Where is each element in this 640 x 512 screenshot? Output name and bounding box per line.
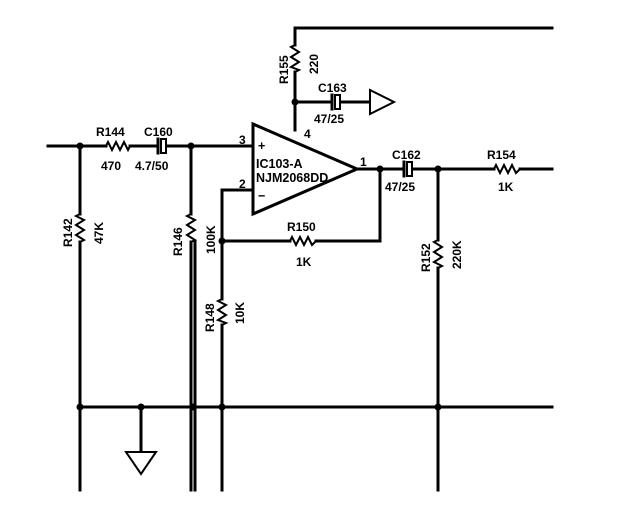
r142-value-label: 47K — [92, 222, 106, 244]
r150-value-label: 1K — [296, 255, 312, 269]
opamp-ref-label: IC103-A — [256, 157, 303, 171]
junction-dot — [291, 98, 299, 106]
r142-ref-label: R142 — [61, 218, 75, 247]
capacitor-c163-symbol — [330, 93, 341, 111]
junction-dot — [187, 142, 195, 150]
junction-dot — [76, 142, 84, 150]
capacitor-c162-symbol — [402, 160, 413, 178]
junction-dot — [434, 165, 442, 173]
junctions — [76, 98, 442, 411]
c163-ref-label: C163 — [318, 81, 347, 95]
junction-dot — [137, 403, 145, 411]
junction-dot — [189, 403, 197, 411]
r150-ref-label: R150 — [287, 220, 316, 234]
opamp-pin2-label: 2 — [239, 177, 246, 191]
junction-dot — [434, 403, 442, 411]
opamp-ic103a — [251, 121, 361, 217]
r144-value-label: 470 — [101, 159, 121, 173]
opamp-pin3-label: 3 — [239, 133, 246, 147]
r152-value-label: 220K — [450, 240, 464, 269]
r154-ref-label: R154 — [487, 148, 516, 162]
opamp-pin4-label: 4 — [304, 127, 311, 141]
opamp-minus-label: − — [258, 189, 265, 203]
c162-value-label: 47/25 — [385, 180, 415, 194]
c160-ref-label: C160 — [144, 125, 173, 139]
opamp-plus-label: + — [258, 139, 265, 153]
c163-value-label: 47/25 — [314, 112, 344, 126]
ground-symbol-bottom — [124, 451, 158, 476]
wires — [46, 26, 554, 492]
r146-value-label: 100K — [204, 225, 218, 254]
junction-dot — [218, 237, 226, 245]
r155-value-label: 220 — [307, 54, 321, 74]
junction-dot — [218, 403, 226, 411]
resistor-r150-symbol — [289, 234, 317, 248]
ground-symbol-c163 — [369, 88, 397, 116]
resistor-r154-symbol — [493, 162, 521, 176]
resistor-r146-symbol — [184, 213, 198, 243]
resistor-r144-symbol — [105, 139, 131, 153]
r146-ref-label: R146 — [171, 227, 185, 256]
opamp-pin1-label: 1 — [360, 155, 367, 169]
resistor-r142-symbol — [73, 213, 87, 243]
r148-ref-label: R148 — [203, 303, 217, 332]
r144-ref-label: R144 — [96, 125, 125, 139]
r152-ref-label: R152 — [419, 243, 433, 272]
c160-value-label: 4.7/50 — [135, 159, 169, 173]
resistor-r152-symbol — [431, 239, 445, 269]
c162-ref-label: C162 — [392, 148, 421, 162]
opamp-part-label: NJM2068DD — [256, 171, 328, 185]
capacitor-c160-symbol — [156, 137, 167, 155]
resistor-r155-symbol — [288, 44, 302, 73]
r148-value-label: 10K — [233, 302, 247, 324]
junction-dot — [376, 165, 384, 173]
junction-dot — [76, 403, 84, 411]
r154-value-label: 1K — [498, 180, 514, 194]
r155-ref-label: R155 — [277, 55, 291, 84]
resistor-r148-symbol — [215, 298, 229, 326]
